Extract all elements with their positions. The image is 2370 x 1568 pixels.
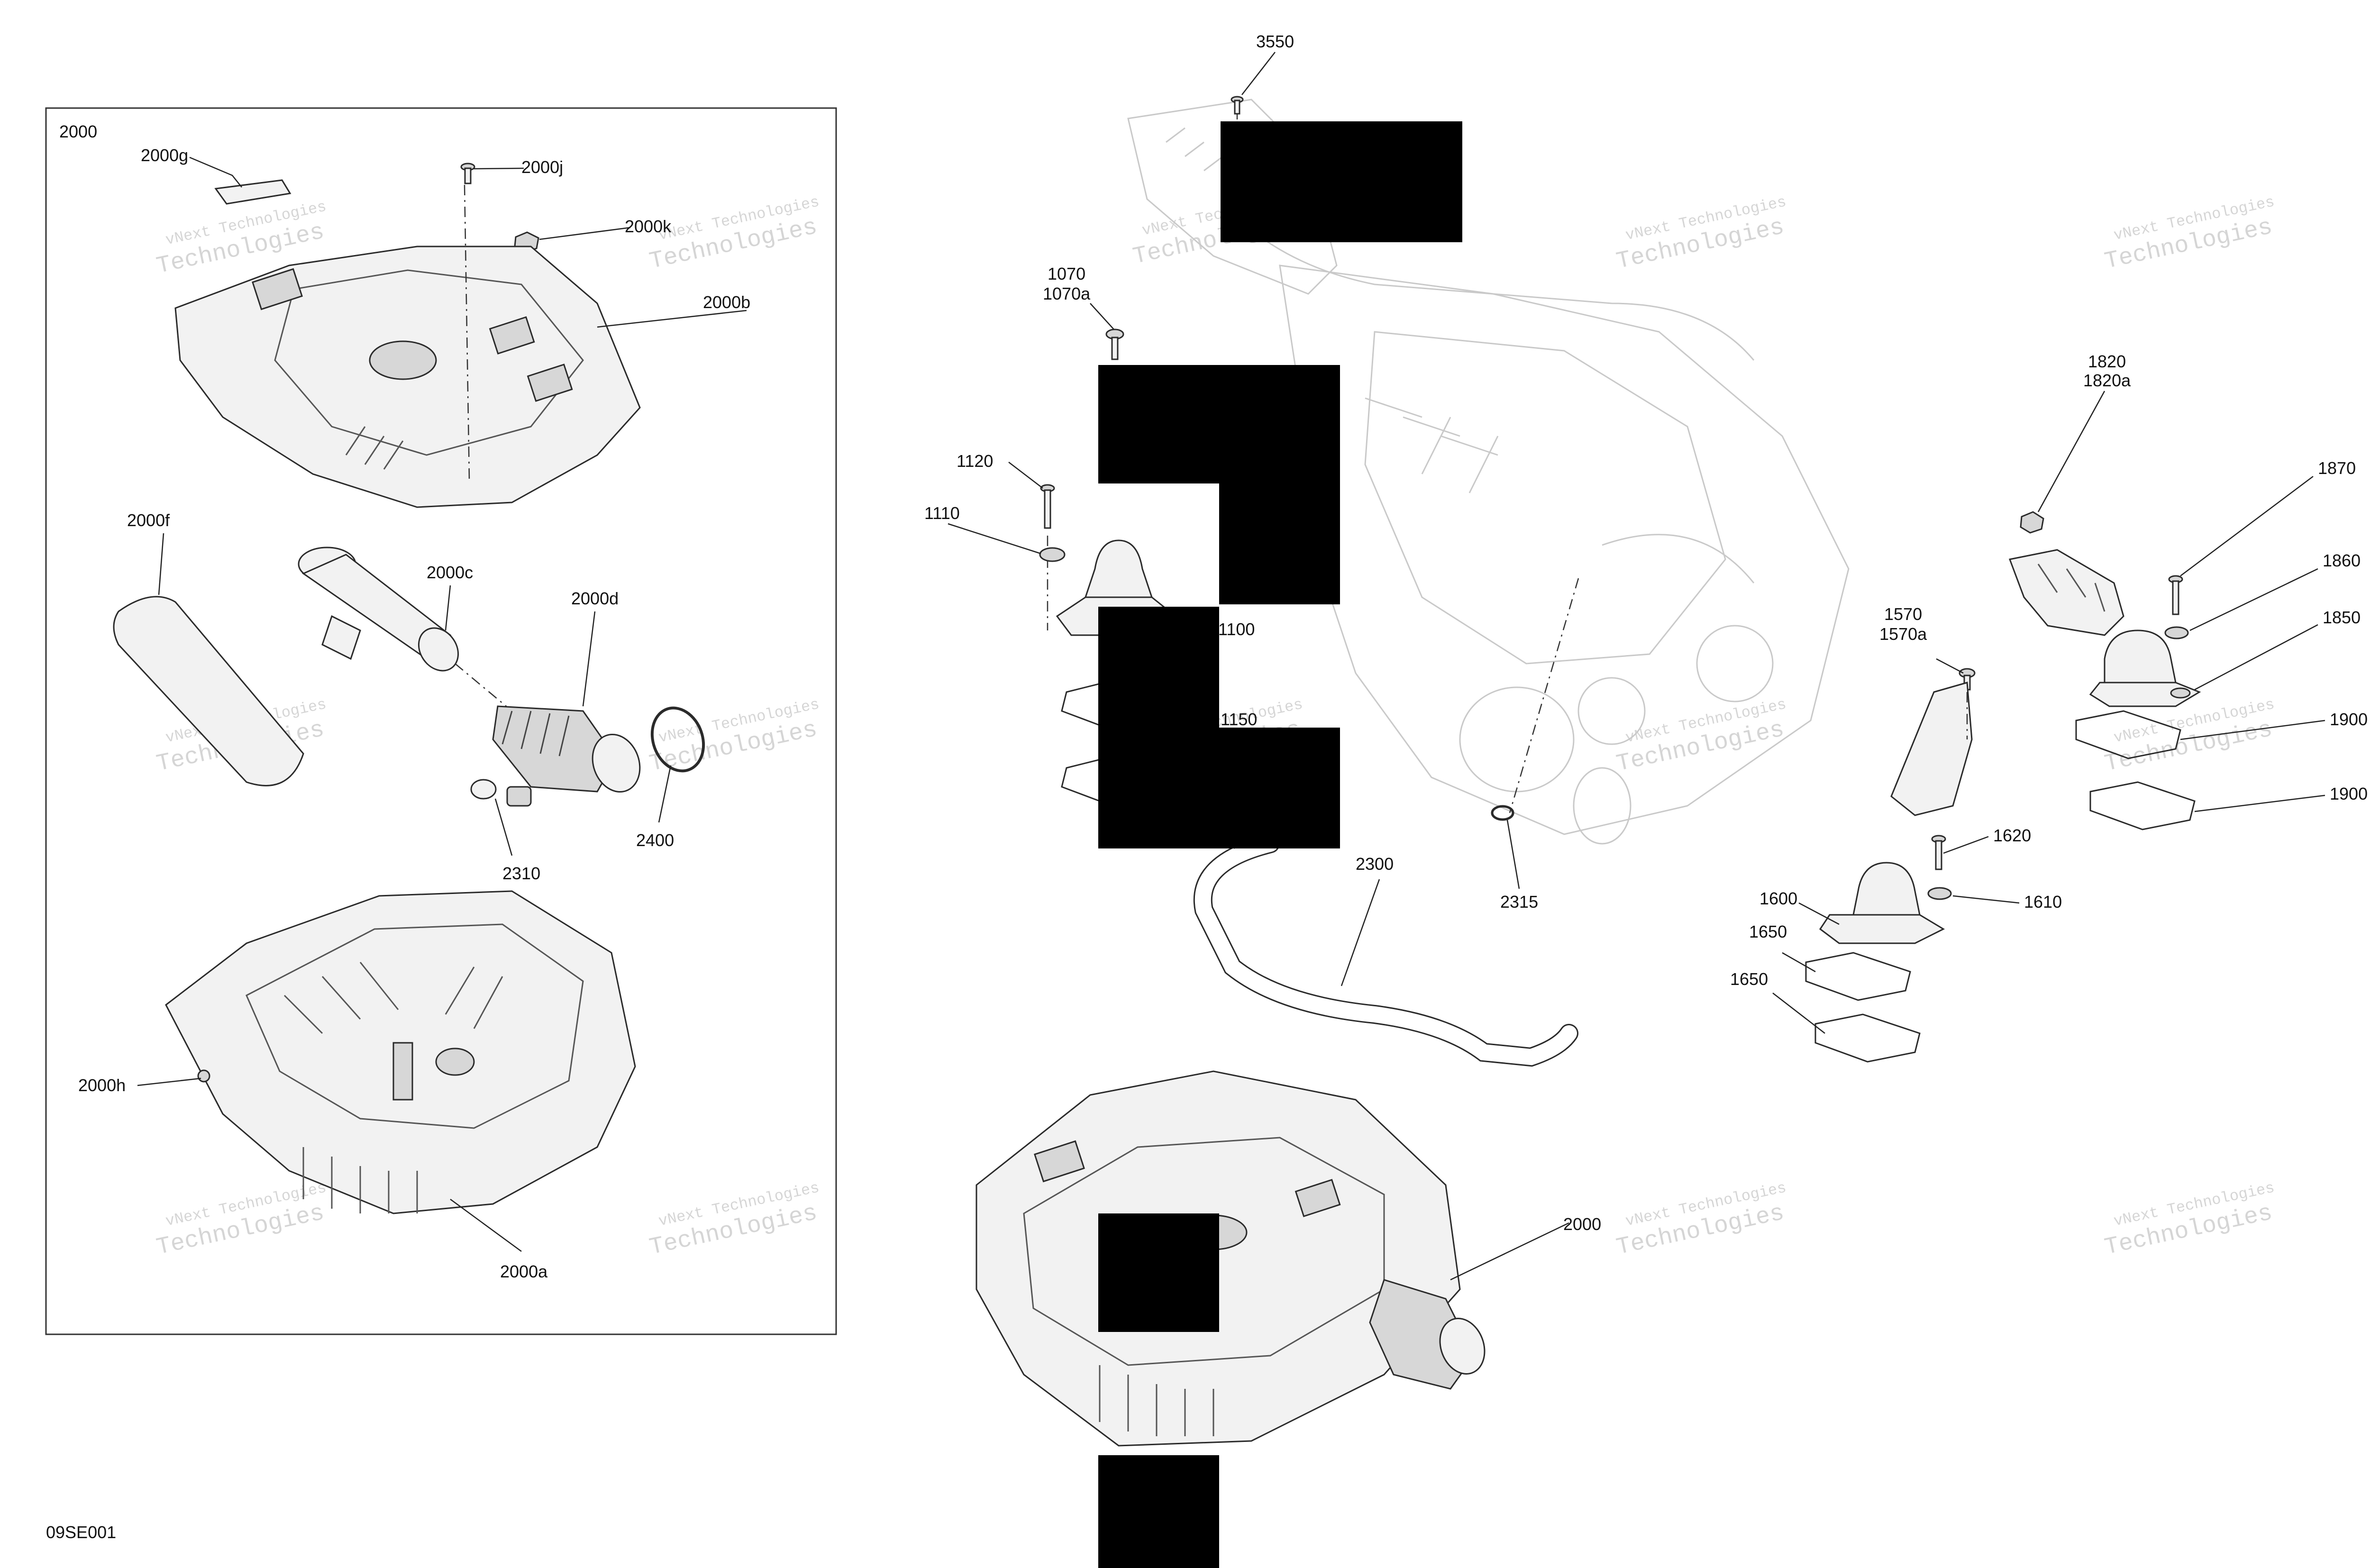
lower-housing-2000a (165, 890, 636, 1214)
mount-1600 (1819, 862, 1945, 944)
callout-1120: 1120 (957, 451, 993, 471)
callout-2300: 2300 (1356, 854, 1394, 874)
fastener-2000h (197, 1069, 210, 1083)
callout-1620: 1620 (1993, 826, 2031, 845)
redaction-block (1098, 607, 1219, 848)
inset-frame (45, 107, 837, 1335)
screw-2000j (460, 163, 475, 184)
mount-1850 (2089, 629, 2201, 707)
redaction-block (1098, 1213, 1219, 1332)
callout-1570: 1570 (1884, 604, 1922, 624)
callout-2000k: 2000k (625, 217, 672, 236)
airbox-assembly-2000 (975, 1070, 1486, 1447)
upper-housing-2000b (174, 246, 641, 508)
figure-code: 09SE001 (46, 1522, 116, 1542)
inset-leaders (137, 156, 747, 1252)
callout-1850: 1850 (2323, 608, 2361, 627)
callout-2000c: 2000c (427, 563, 473, 582)
bolt-1870 (2168, 575, 2183, 615)
shim-1650-a (1805, 952, 1911, 1001)
shim-1900-a (2075, 710, 2181, 759)
callout-2000f: 2000f (127, 511, 170, 530)
callout-2000a: 2000a (500, 1262, 548, 1281)
callout-1900-a: 1900 (2330, 710, 2368, 729)
callout-1110: 1110 (924, 503, 960, 523)
bolt-1120 (1040, 484, 1055, 529)
bracket-1570 (1890, 682, 1973, 816)
label-plate-2000g (214, 179, 292, 205)
hose-2300 (1193, 834, 1578, 1067)
washer-1610 (1927, 887, 1952, 900)
callout-2000d: 2000d (571, 589, 619, 608)
main-leaders (948, 52, 2325, 1281)
callout-1070a: 1070a (1043, 284, 1091, 303)
callout-1860: 1860 (2323, 551, 2361, 570)
screw-1070 (1105, 328, 1124, 360)
shim-1650-b (1814, 1013, 1921, 1063)
clamp-2400 (650, 706, 705, 773)
callout-1150: 1150 (1221, 710, 1257, 729)
clamp-2315 (1491, 805, 1514, 821)
callout-2000: 2000 (1563, 1214, 1601, 1234)
callout-2000j: 2000j (521, 157, 563, 177)
hose-2300-inner (1194, 836, 1577, 1066)
inset-title: 2000 (59, 122, 97, 141)
callout-1570a: 1570a (1879, 624, 1927, 644)
redaction-layer (1098, 121, 1462, 1568)
callout-1600: 1600 (1759, 889, 1797, 908)
callout-3550: 3550 (1256, 32, 1294, 51)
callout-2000g: 2000g (141, 146, 188, 165)
duct-2000c (298, 547, 459, 672)
redaction-block (1221, 121, 1462, 242)
redaction-block (1098, 1455, 1219, 1568)
washer-1110 (1039, 547, 1066, 562)
fitting-2310 (470, 779, 532, 807)
callout-2000h: 2000h (78, 1076, 126, 1095)
axis-line (455, 663, 512, 711)
axis-line (464, 184, 470, 479)
bellows-2000d (492, 705, 641, 793)
callout-1820a: 1820a (2083, 371, 2131, 390)
callout-1100: 1100 (1218, 620, 1255, 639)
axis-line (1509, 578, 1579, 813)
washer-1860 (2164, 626, 2189, 639)
callout-1650-a: 1650 (1749, 922, 1787, 941)
callout-2315: 2315 (1500, 892, 1538, 912)
bracket-1820 (2008, 549, 2124, 636)
redaction-block (1219, 483, 1340, 604)
callout-1650-b: 1650 (1730, 969, 1768, 989)
callout-1900-b: 1900 (2330, 784, 2368, 803)
callout-2000b: 2000b (703, 292, 750, 312)
cover-2000f (113, 596, 304, 786)
callout-1870: 1870 (2318, 458, 2356, 478)
screw-3550 (1231, 96, 1244, 115)
redaction-block (1098, 365, 1340, 483)
callout-1610: 1610 (2024, 892, 2062, 912)
clip-1820 (2020, 511, 2044, 534)
callout-1820: 1820 (2088, 352, 2126, 371)
redaction-block (1219, 728, 1340, 848)
callout-2400: 2400 (636, 830, 674, 850)
callout-1070: 1070 (1048, 264, 1085, 283)
bolt-1620 (1931, 835, 1946, 870)
shim-1900-b (2089, 781, 2196, 830)
callout-2310: 2310 (502, 864, 540, 883)
